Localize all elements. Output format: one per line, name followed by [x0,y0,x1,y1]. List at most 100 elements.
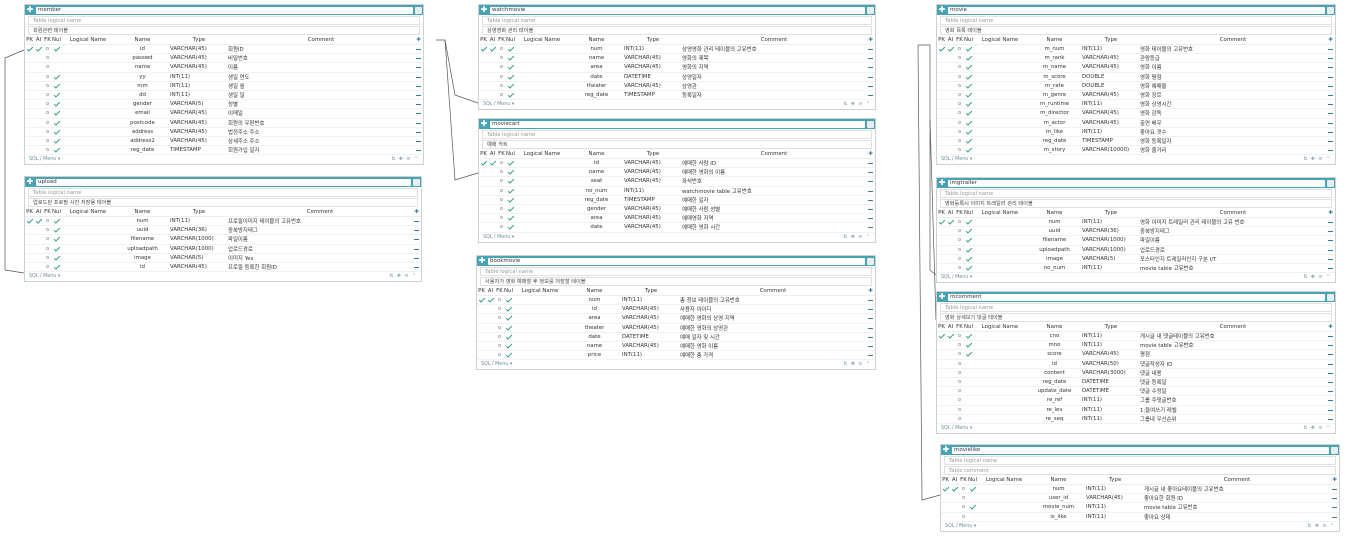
table-row[interactable]: id VARCHAR(45) 사용자 아이디 [477,305,875,315]
table-name[interactable]: moviecart [490,120,865,128]
table-mcomment[interactable]: ✚ mcomment Table logical name 영화 상세보기 댓글… [936,291,1336,434]
remove-row-icon[interactable] [414,92,423,98]
table-menu-icon[interactable] [413,178,420,186]
table-row[interactable]: theater VARCHAR(45) 예매한 영화의 상영관 [477,324,875,333]
remove-row-icon[interactable] [1326,110,1335,116]
remove-row-icon[interactable] [414,64,423,70]
remove-row-icon[interactable] [414,110,423,116]
table-tools[interactable]: ⇅ ✥ ⊙ ⌃ [843,362,871,368]
table-row[interactable]: name VARCHAR(45) 예매한 영화의 이름 [479,168,875,178]
table-row[interactable]: area VARCHAR(45) 영화의 지역 [479,63,875,73]
table-row[interactable]: id VARCHAR(45) 프로필 등록한 회원ID [25,263,421,273]
add-row-icon[interactable]: ✚ [1328,210,1333,216]
table-row[interactable]: uploadpath VARCHAR(1000) 업로드경로 [25,245,421,254]
table-row[interactable]: m_like INT(11) 좋아요 갯수 [937,128,1335,137]
table-row[interactable]: id VARCHAR(45) 예매한 사람 ID [479,159,875,169]
remove-row-icon[interactable] [414,46,423,52]
table-row[interactable]: m_director VARCHAR(45) 영화 감독 [937,109,1335,119]
table-row[interactable]: postcode VARCHAR(45) 회원의 우편번호 [25,119,423,128]
remove-row-icon[interactable] [1326,256,1335,262]
table-row[interactable]: image VARCHAR(5) 포스터인지 트레일러인지 구분 I/T [937,255,1335,264]
add-row-icon[interactable]: ✚ [868,37,873,43]
sql-menu-button[interactable]: SQL / Menu ▾ [29,274,61,280]
remove-row-icon[interactable] [866,343,875,349]
remove-row-icon[interactable] [1330,495,1339,501]
remove-row-icon[interactable] [1326,361,1335,367]
table-row[interactable]: mm INT(11) 생일 월 [25,82,423,91]
table-upload[interactable]: ✚ upload Table logical name 업로드된 프로필 사진 … [24,176,422,283]
table-row[interactable]: m_score DOUBLE 영화 평점 [937,73,1335,82]
remove-row-icon[interactable] [1326,147,1335,153]
table-comment-field[interactable]: 업로드된 프로필 사진 저장용 테이블 [28,198,418,207]
table-row[interactable]: m_name VARCHAR(45) 영화 이름 [937,63,1335,73]
table-row[interactable]: m_story VARCHAR(10000) 영화 줄거리 [937,146,1335,156]
remove-row-icon[interactable] [1326,370,1335,376]
remove-row-icon[interactable] [1330,504,1339,510]
table-row[interactable]: area VARCHAR(45) 예매한 영화의 상영 지역 [477,314,875,324]
table-row[interactable]: m_genre VARCHAR(45) 영화 장르 [937,91,1335,101]
logical-name-field[interactable]: Table logical name [480,267,872,276]
remove-row-icon[interactable] [1330,486,1339,492]
remove-row-icon[interactable] [414,74,423,80]
sql-menu-button[interactable]: SQL / Menu ▾ [481,362,513,368]
table-name[interactable]: watchmovie [490,6,865,14]
add-column-icon[interactable]: ✚ [26,5,34,14]
table-watchmovie[interactable]: ✚ watchmovie Table logical name 상영영화 관리 … [478,4,876,111]
table-row[interactable]: id VARCHAR(45) 회원ID [25,45,423,55]
table-row[interactable]: address2 VARCHAR(45) 상세주소 주소 [25,137,423,147]
table-row[interactable]: m_rate DOUBLE 영화 예매율 [937,82,1335,91]
table-header[interactable]: ✚ movielike [941,445,1339,455]
table-row[interactable]: reg_date TIMESTAMP 등록일자 [479,91,875,101]
remove-row-icon[interactable] [866,325,875,331]
table-row[interactable]: content VARCHAR(3000) 댓글 내용 [937,369,1335,378]
table-row[interactable]: num INT(11) 영화 이미지 트레일러 관리 테이블의 고유 번호 [937,218,1335,228]
table-row[interactable]: name VARCHAR(45) 예매한 영화 이름 [477,342,875,352]
table-row[interactable]: filename VARCHAR(1000) 파일이름 [937,236,1335,246]
logical-name-field[interactable]: Table logical name [28,16,420,25]
table-tools[interactable]: ⇅ ✥ ⊙ ⌃ [391,157,419,163]
table-row[interactable]: name VARCHAR(45) 영화의 제목 [479,54,875,64]
table-movielike[interactable]: ✚ movielike Table logical name Table com… [940,444,1340,532]
remove-row-icon[interactable] [1330,514,1339,520]
remove-row-icon[interactable] [1326,101,1335,107]
table-row[interactable]: uuid VARCHAR(36) 중복방지태그 [25,226,421,236]
table-tools[interactable]: ⇅ ✥ ⊙ ⌃ [1303,275,1331,281]
table-row[interactable]: name VARCHAR(45) 이름 [25,63,423,73]
table-tools[interactable]: ⇅ ✥ ⊙ ⌃ [1303,157,1331,163]
table-row[interactable]: date DATETIME 상영일자 [479,73,875,82]
table-menu-icon[interactable] [1327,179,1334,187]
table-row[interactable]: no_num INT(11) watchmovie table 고유번호 [479,187,875,196]
remove-row-icon[interactable] [1326,129,1335,135]
logical-name-field[interactable]: Table logical name [28,188,418,197]
sql-menu-button[interactable]: SQL / Menu ▾ [483,102,515,108]
table-comment-field[interactable]: 예매 카트 [482,140,872,149]
table-tools[interactable]: ⇅ ✥ ⊙ ⌃ [1303,425,1331,431]
sql-menu-button[interactable]: SQL / Menu ▾ [941,425,973,431]
table-header[interactable]: ✚ imgtrailer [937,178,1335,188]
table-name[interactable]: imgtrailer [948,179,1325,187]
logical-name-field[interactable]: Table logical name [940,303,1332,312]
add-column-icon[interactable]: ✚ [938,5,946,14]
table-name[interactable]: bookmovie [488,257,865,265]
remove-row-icon[interactable] [1326,407,1335,413]
remove-row-icon[interactable] [412,227,421,233]
table-name[interactable]: movielike [952,446,1329,454]
remove-row-icon[interactable] [1326,416,1335,422]
add-row-icon[interactable]: ✚ [1328,37,1333,43]
table-row[interactable]: re_lev INT(11) 1:들여쓰기 레벨 [937,406,1335,415]
table-header[interactable]: ✚ movie [937,5,1335,15]
table-row[interactable]: num INT(11) 프로필이미지 테이블의 고유번호 [25,217,421,227]
table-row[interactable]: num INT(11) 상영영화 관리 테이블의 고유번호 [479,45,875,55]
remove-row-icon[interactable] [1326,83,1335,89]
table-row[interactable]: num INT(11) 게시글 내 좋아요테이블의 고유번호 [941,485,1339,495]
table-comment-field[interactable]: 영화 상세보기 댓글 테이블 [940,313,1332,322]
add-column-icon[interactable]: ✚ [942,445,950,454]
sql-menu-button[interactable]: SQL / Menu ▾ [29,157,61,163]
add-row-icon[interactable]: ✚ [1332,477,1337,483]
table-tools[interactable]: ⇅ ✥ ⊙ ⌃ [843,234,871,240]
add-row-icon[interactable]: ✚ [868,151,873,157]
remove-row-icon[interactable] [866,224,875,230]
table-row[interactable]: area VARCHAR(45) 예매영화 지역 [479,214,875,224]
